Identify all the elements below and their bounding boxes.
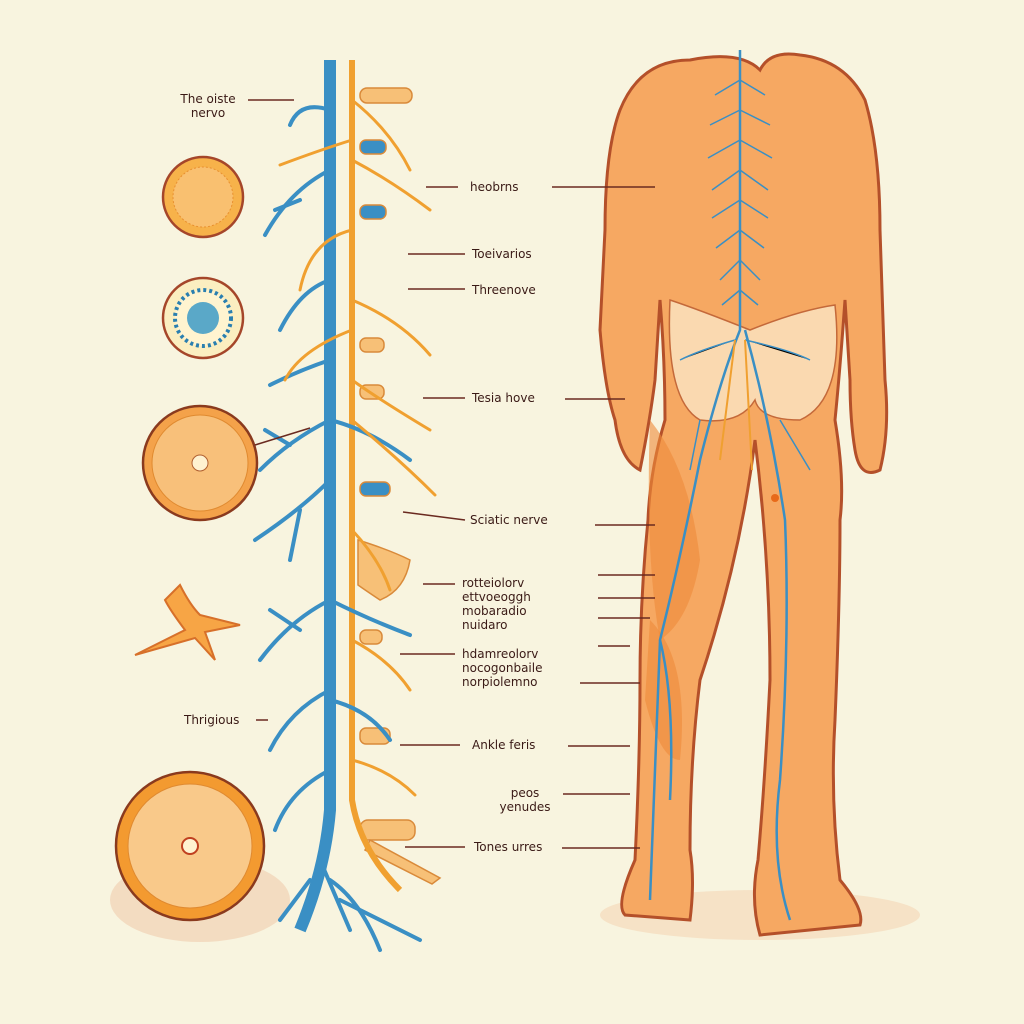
label-line: peos (510, 786, 540, 800)
label-toeivarios: Toeivarios (472, 247, 532, 261)
nerve-cross-section-1 (161, 155, 245, 239)
nerve-cross-section-3 (141, 404, 259, 522)
label-line: ettvoeoggh (462, 590, 531, 604)
leader-lines (248, 99, 655, 849)
label-sciatic-nerve: Sciatic nerve (470, 513, 548, 527)
label-pecs-yenudes: peos yenudes (490, 786, 560, 814)
label-threenove: Threenove (472, 283, 536, 297)
nerve-cross-section-4 (110, 770, 290, 942)
label-line: yenudes (499, 800, 551, 814)
spinal-nerve-column (253, 60, 442, 952)
label-tesia-hove: Tesia hove (472, 391, 535, 405)
human-body-back-view (598, 50, 920, 940)
label-line: hdamreolorv (462, 647, 539, 661)
neuron-cell (134, 583, 241, 661)
label-line: nervo (190, 106, 226, 120)
label-the-sciatic-nerve: The oiste nervo (168, 92, 248, 120)
label-tones-urres: Tones urres (474, 840, 543, 854)
label-group-2: hdamreolorv nocogonbaile norpiolemno (462, 647, 542, 689)
label-line: The oiste (180, 92, 236, 106)
label-line: nuidaro (462, 618, 508, 632)
label-group-1: rotteiolorv ettvoeoggh mobaradio nuidaro (462, 576, 531, 632)
label-line: rotteiolorv (462, 576, 525, 590)
label-line: nocogonbaile (462, 661, 543, 675)
label-ankle-feris: Ankle feris (472, 738, 536, 752)
label-line: mobaradio (462, 604, 527, 618)
nerve-cross-section-2 (161, 276, 245, 360)
label-heobrns: heobrns (470, 180, 519, 194)
label-thrigious: Thrigious (184, 713, 240, 727)
label-line: norpiolemno (462, 675, 538, 689)
